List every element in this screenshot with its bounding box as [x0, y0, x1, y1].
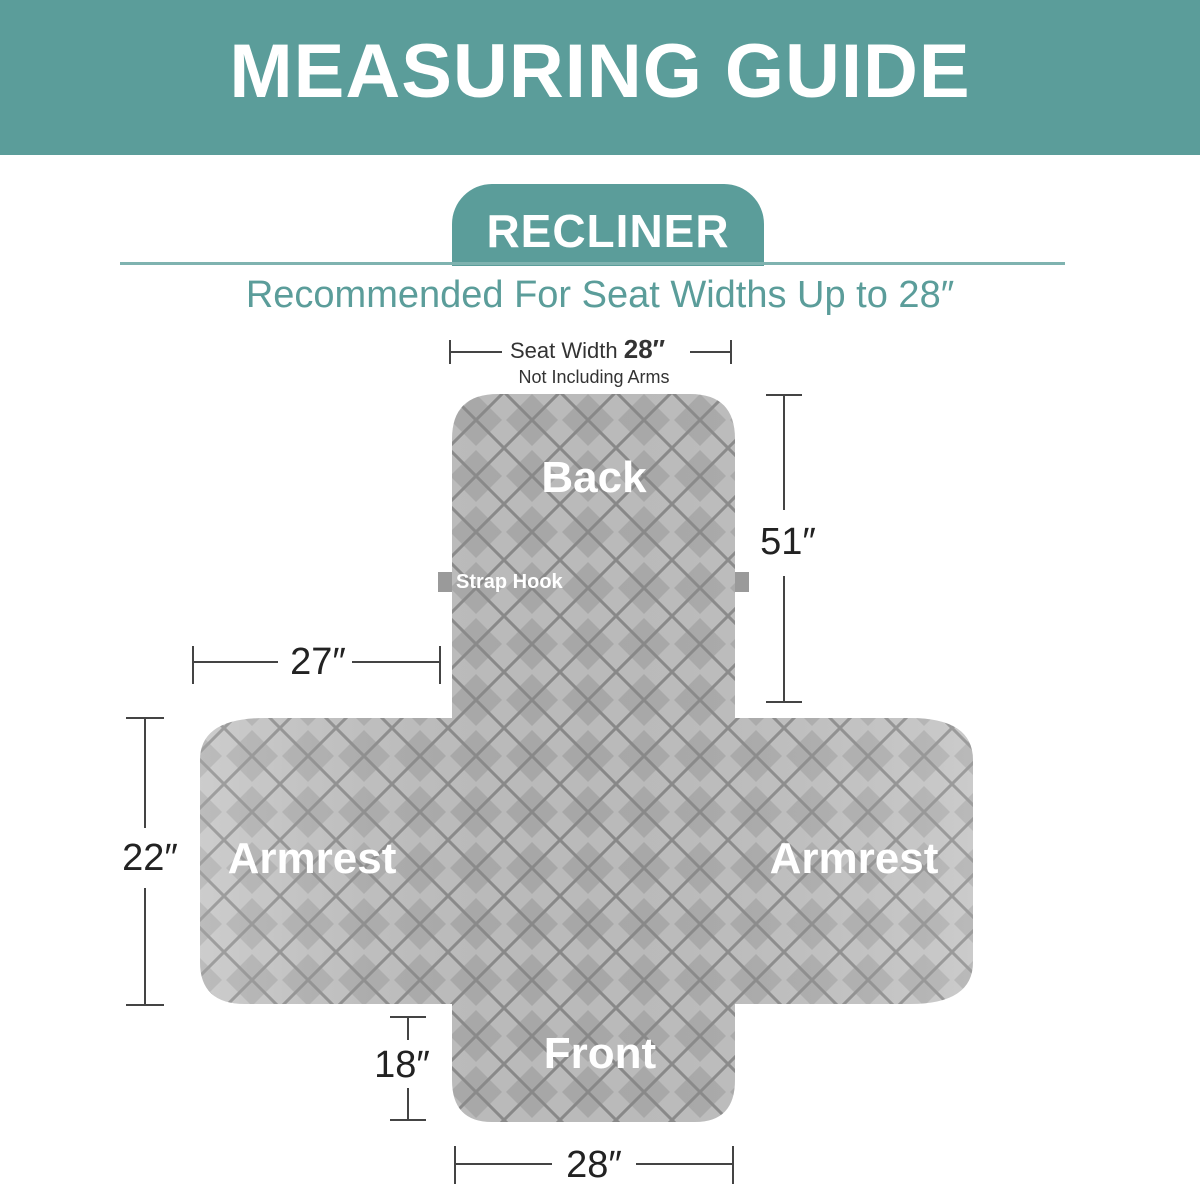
armrest-width-dimension [192, 646, 441, 684]
product-type-label: RECLINER [486, 205, 730, 257]
front-length-value: 18″ [374, 1044, 430, 1086]
strap-hook-label: Strap Hook [456, 571, 564, 593]
seat-width-label: Seat Width 28″ [510, 334, 665, 364]
divider-line [120, 262, 1065, 265]
strap-hook-left [438, 572, 452, 592]
front-label: Front [544, 1029, 657, 1078]
strap-hook-right [735, 572, 749, 592]
seat-width-dimension [449, 340, 732, 364]
armrest-right-label: Armrest [770, 834, 939, 883]
back-length-value: 51″ [760, 521, 816, 563]
back-label: Back [541, 453, 647, 502]
front-width-value: 28″ [566, 1144, 622, 1186]
armrest-left-label: Armrest [228, 834, 397, 883]
back-length-dimension [766, 394, 802, 703]
page-title: MEASURING GUIDE [229, 29, 971, 114]
armrest-width-value: 27″ [290, 641, 346, 683]
product-type-tab: RECLINER [452, 184, 764, 266]
seat-width-value: 28″ [624, 334, 665, 364]
armrest-length-dimension [126, 717, 164, 1006]
recommendation-text: Recommended For Seat Widths Up to 28″ [245, 274, 955, 316]
armrest-length-value: 22″ [122, 837, 178, 879]
seat-width-note: Not Including Arms [518, 367, 669, 387]
front-length-dimension [390, 1016, 426, 1121]
header-banner: MEASURING GUIDE [0, 0, 1200, 155]
front-width-dimension [454, 1146, 734, 1184]
